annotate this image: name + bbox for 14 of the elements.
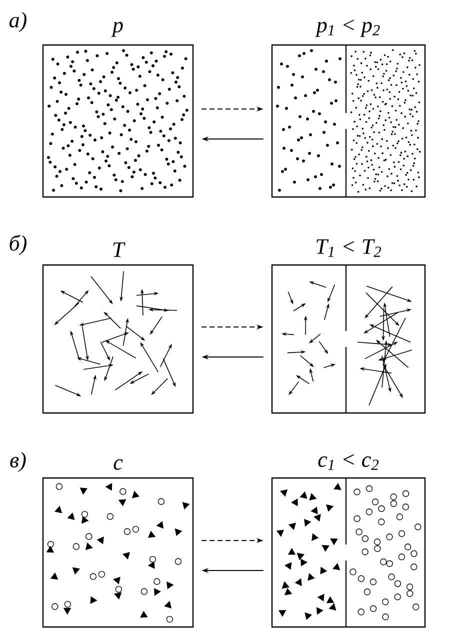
- panel-label: б): [10, 234, 27, 256]
- node-label: c: [114, 459, 123, 470]
- node-label: p: [111, 22, 123, 37]
- panel-label: а): [10, 12, 26, 32]
- container-box: p$_{1}$ < p$_{2}$: [271, 20, 426, 198]
- panel-label: в): [10, 452, 26, 472]
- node-label: c$_{1}$ < c$_{2}$: [318, 454, 379, 470]
- container-box: T$_{1}$ < T$_{2}$: [271, 239, 426, 414]
- node-label: T$_{1}$ < T$_{2}$: [316, 239, 382, 257]
- node-label: T: [113, 242, 126, 257]
- node-label: p$_{1}$ < p$_{2}$: [315, 20, 380, 37]
- container-box: c$_{1}$ < c$_{2}$: [271, 454, 426, 628]
- container-box: p: [42, 22, 194, 198]
- container-box: c: [42, 459, 194, 628]
